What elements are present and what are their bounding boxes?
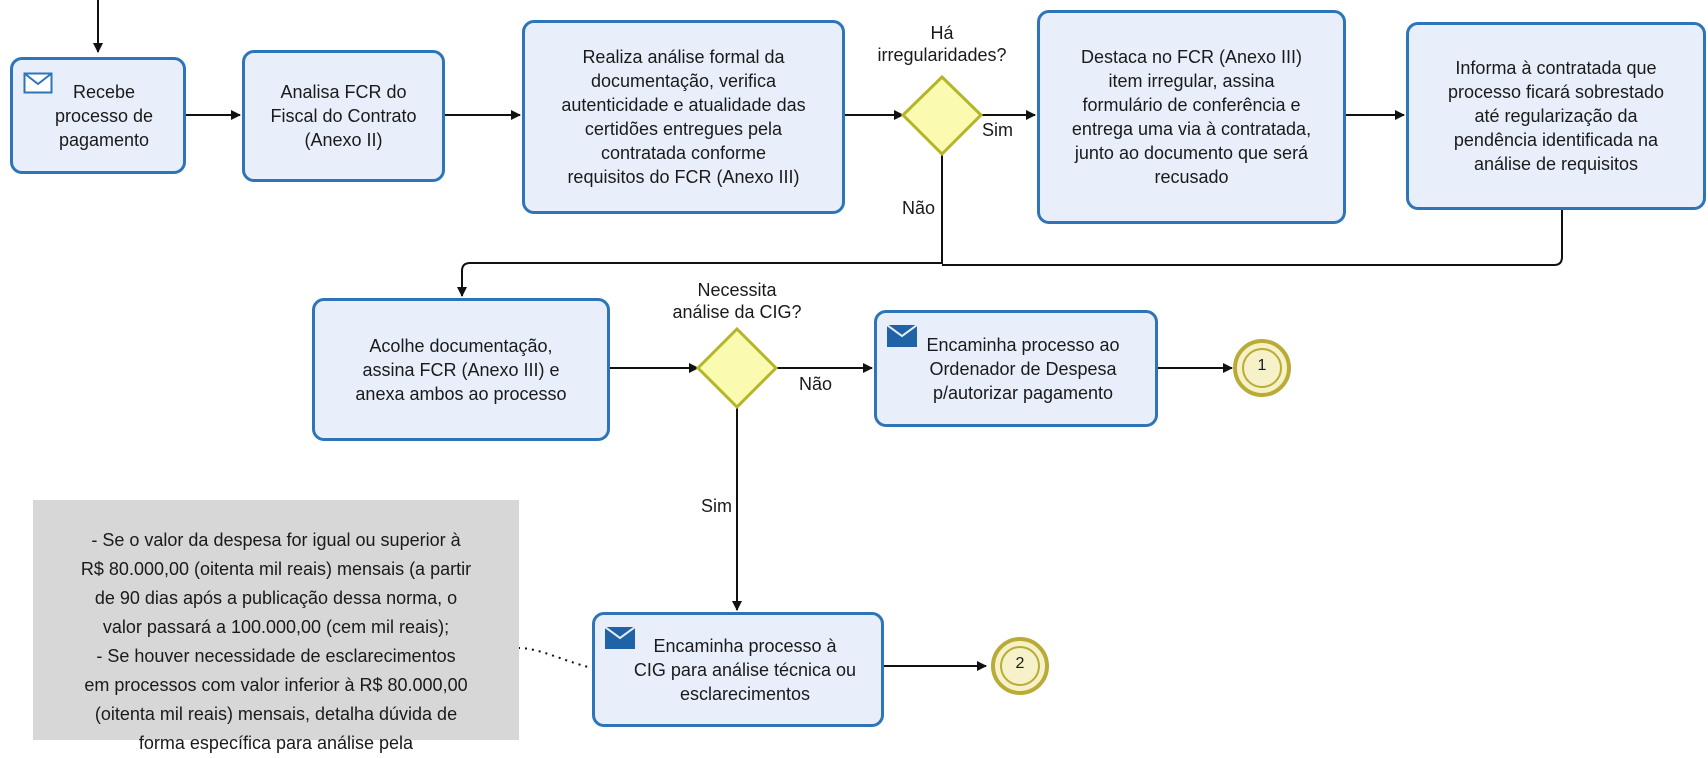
- task-encaminha-cig[interactable]: Encaminha processo à CIG para análise té…: [592, 612, 884, 727]
- task-destaca-fcr[interactable]: Destaca no FCR (Anexo III) item irregula…: [1037, 10, 1346, 224]
- task-recebe-line-3: pagamento: [58, 129, 150, 150]
- task-informa-contratada[interactable]: Informa à contratada que processo ficará…: [1406, 22, 1706, 210]
- task-analisa-fcr[interactable]: Analisa FCR do Fiscal do Contrato (Anexo…: [242, 50, 445, 182]
- task-cig-line-3: esclarecimentos: [679, 683, 811, 704]
- flow-label-nao-2: Não: [799, 374, 833, 394]
- task-cig-line-2: CIG para análise técnica ou: [633, 659, 857, 680]
- task-acolhe-line-1: Acolhe documentação,: [369, 335, 553, 356]
- task-cig-line-1: Encaminha processo à: [653, 635, 837, 656]
- task-destaca-line-2: item irregular, assina: [1108, 71, 1275, 91]
- task-informa-line-4: pendência identificada na: [1453, 130, 1659, 150]
- task-acolhe-documentacao[interactable]: Acolhe documentação, assina FCR (Anexo I…: [312, 298, 610, 441]
- task-informa-line-5: análise de requisitos: [1473, 154, 1639, 174]
- task-realiza-line-3: autenticidade e atualidade das: [561, 95, 806, 115]
- end-event-1[interactable]: [1233, 339, 1291, 397]
- task-analisa-line-3: (Anexo II): [304, 130, 383, 150]
- task-acolhe-line-2: assina FCR (Anexo III) e: [362, 359, 560, 380]
- gateway2-label-line-1: Necessita: [697, 280, 777, 300]
- task-informa-line-3: até regularização da: [1474, 106, 1638, 126]
- flow-label-sim-1: Sim: [982, 120, 1013, 140]
- task-ordenador-line-1: Encaminha processo ao: [926, 334, 1120, 355]
- envelope-filled-icon: [887, 325, 917, 347]
- task-recebe-line-2: processo de: [54, 105, 154, 126]
- task-destaca-line-6: recusado: [1154, 167, 1229, 187]
- task-destaca-line-3: formulário de conferência e: [1082, 95, 1301, 115]
- envelope-filled-icon: [605, 627, 635, 649]
- annotation-association: [517, 647, 593, 669]
- task-realiza-line-1: Realiza análise formal da: [582, 47, 785, 67]
- task-realiza-analise[interactable]: Realiza análise formal da documentação, …: [522, 20, 845, 214]
- task-informa-line-2: processo ficará sobrestado: [1447, 82, 1665, 102]
- annotation-line-7: (oitenta mil reais) mensais, detalha dúv…: [94, 704, 458, 724]
- gateway2-label-line-2: análise da CIG?: [672, 302, 802, 322]
- annotation-line-1: - Se o valor da despesa for igual ou sup…: [91, 530, 461, 550]
- task-realiza-line-2: documentação, verifica: [590, 71, 777, 91]
- task-analisa-line-1: Analisa FCR do: [280, 82, 407, 102]
- text-annotation: - Se o valor da despesa for igual ou sup…: [33, 500, 519, 753]
- end-event-2-label: 2: [1015, 655, 1025, 672]
- task-analisa-line-2: Fiscal do Contrato: [270, 106, 417, 126]
- task-destaca-line-4: entrega uma via à contratada,: [1071, 119, 1312, 139]
- envelope-icon: [23, 72, 53, 94]
- annotation-line-6: em processos com valor inferior à R$ 80.…: [84, 675, 468, 695]
- gateway1-label-line-2: irregularidades?: [877, 45, 1007, 65]
- task-ordenador-line-2: Ordenador de Despesa: [929, 358, 1117, 379]
- task-ordenador-line-3: p/autorizar pagamento: [932, 382, 1114, 403]
- annotation-line-4: valor passará a 100.000,00 (cem mil reai…: [102, 617, 450, 637]
- task-realiza-line-4: certidões entregues pela: [584, 119, 783, 139]
- end-event-2[interactable]: [991, 637, 1049, 695]
- task-recebe-line-1: Recebe: [72, 81, 136, 102]
- flow-label-sim-2: Sim: [701, 496, 732, 516]
- task-encaminha-ordenador[interactable]: Encaminha processo ao Ordenador de Despe…: [874, 310, 1158, 427]
- task-destaca-line-1: Destaca no FCR (Anexo III): [1080, 47, 1303, 67]
- task-destaca-line-5: junto ao documento que será: [1074, 143, 1309, 163]
- connector-gateway1-acolhe: [457, 155, 943, 297]
- annotation-line-2: R$ 80.000,00 (oitenta mil reais) mensais…: [80, 559, 472, 579]
- annotation-line-5: - Se houver necessidade de esclareciment…: [96, 646, 456, 666]
- gateway-irregularidades[interactable]: [900, 74, 984, 157]
- task-informa-line-1: Informa à contratada que: [1455, 58, 1657, 78]
- flow-label-nao-1: Não: [902, 198, 936, 218]
- annotation-line-8: forma específica para análise pela: [138, 733, 414, 753]
- annotation-line-3: de 90 dias após a publicação dessa norma…: [94, 588, 458, 608]
- gateway-necessita-label: Necessita análise da CIG?: [657, 279, 817, 323]
- gateway-irregularidades-label: Há irregularidades?: [862, 22, 1022, 66]
- task-realiza-line-6: requisitos do FCR (Anexo III): [567, 167, 800, 187]
- end-event-1-label: 1: [1257, 357, 1267, 374]
- task-acolhe-line-3: anexa ambos ao processo: [355, 383, 567, 404]
- connector-informa-loop: [942, 210, 1563, 266]
- gateway-necessita-cig[interactable]: [695, 326, 779, 410]
- task-realiza-line-5: contratada conforme: [600, 143, 767, 163]
- gateway1-label-line-1: Há: [930, 23, 954, 43]
- diagram-canvas: [93, 0, 1563, 695]
- task-recebe-processo[interactable]: Recebe processo de pagamento: [10, 57, 186, 174]
